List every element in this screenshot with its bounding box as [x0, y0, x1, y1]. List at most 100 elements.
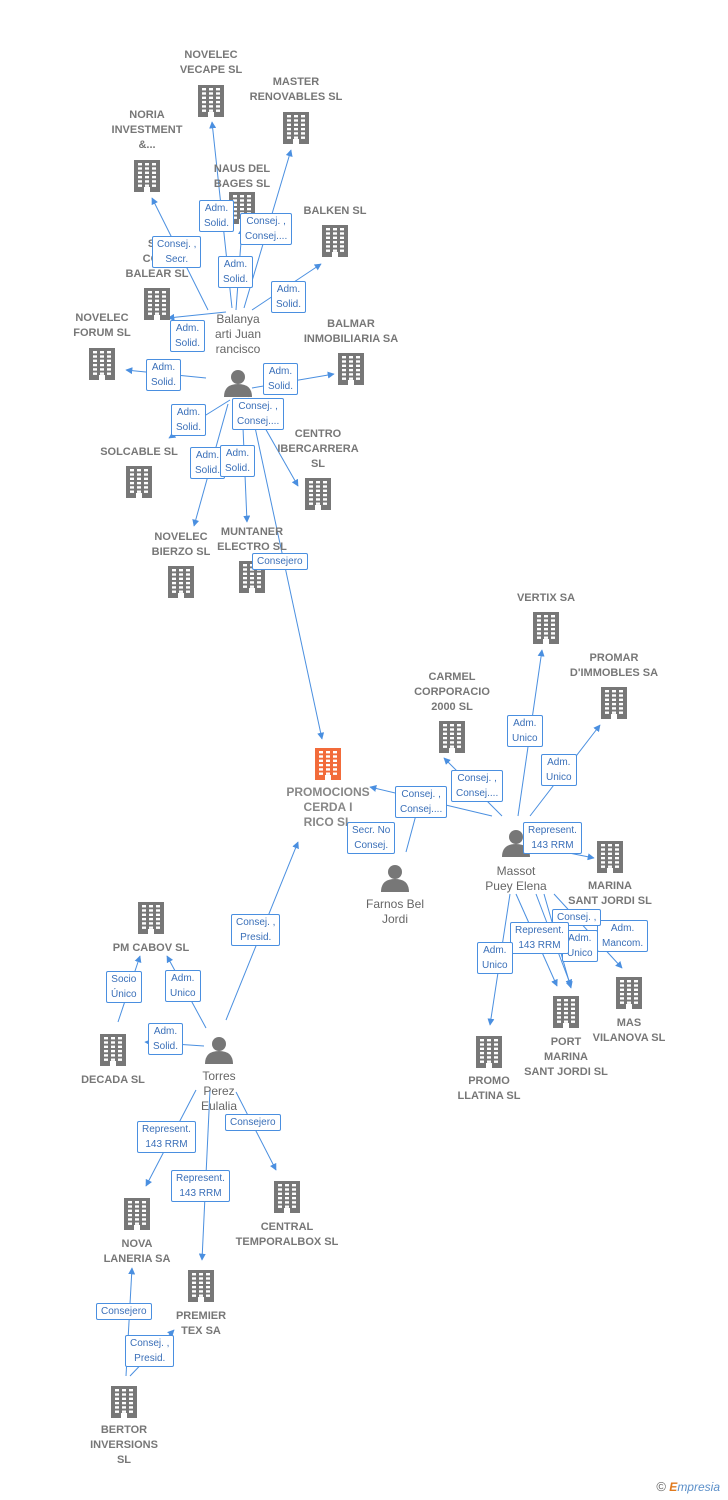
company-icon[interactable] [198, 85, 224, 117]
edge-label[interactable]: Consejero [252, 553, 308, 570]
edge-label[interactable]: Adm.Solid. [170, 320, 206, 352]
company-icon[interactable] [138, 902, 164, 934]
company-icon[interactable] [597, 841, 623, 873]
edge-label[interactable]: Represent.143 RRM [523, 822, 582, 854]
person-icon[interactable] [205, 1037, 233, 1064]
edge-label[interactable]: Adm.Solid. [171, 404, 207, 436]
company-icon[interactable] [111, 1386, 137, 1418]
edge-label[interactable]: Consej. ,Consej.... [232, 398, 285, 430]
edge-label-line: Represent. [176, 1173, 225, 1184]
edge-balanya-promocions [249, 403, 325, 740]
edge-label[interactable]: Consej. ,Consej.... [395, 786, 448, 818]
edge-label[interactable]: Consejero [225, 1114, 281, 1131]
edge-label[interactable]: Adm.Mancom. [597, 920, 649, 952]
company-icon[interactable] [439, 721, 465, 753]
company-icon[interactable] [616, 977, 642, 1009]
node-label-vertix[interactable]: VERTIX SA [517, 591, 575, 606]
edge-label[interactable]: Adm.Solid. [220, 445, 256, 477]
company-icon[interactable] [601, 687, 627, 719]
edge-label[interactable]: Adm.Unico [165, 970, 201, 1002]
company-icon[interactable] [124, 1198, 150, 1230]
edge-label[interactable]: Adm.Solid. [190, 447, 226, 479]
company-icon[interactable] [168, 566, 194, 598]
edge-label[interactable]: Represent.143 RRM [510, 922, 569, 954]
node-label-line: INVERSIONS [90, 1439, 158, 1451]
edge-label[interactable]: Consej. ,Consej.... [451, 770, 504, 802]
edge-label[interactable]: Adm.Unico [507, 715, 543, 747]
node-label-line: CENTRO [294, 428, 342, 440]
company-icon[interactable] [188, 1270, 214, 1302]
company-icon[interactable] [274, 1181, 300, 1213]
node-label-line: Perez [203, 1084, 235, 1098]
person-icon[interactable] [224, 370, 252, 397]
edge-label[interactable]: Consej. ,Presid. [125, 1335, 175, 1367]
edge-label[interactable]: Consej. , [552, 909, 602, 926]
edge-label[interactable]: Adm.Solid. [146, 359, 182, 391]
node-label-line: RENOVABLES SL [249, 91, 343, 103]
edge-label[interactable]: Adm.Unico [477, 942, 513, 974]
company-icon[interactable] [144, 288, 170, 320]
copyright-symbol: © [656, 1479, 666, 1494]
edge-label[interactable]: Consejero [96, 1303, 152, 1320]
company-icon[interactable] [533, 612, 559, 644]
company-icon[interactable] [100, 1034, 126, 1066]
company-icon[interactable] [553, 996, 579, 1028]
edge-label[interactable]: Consej. ,Secr. [152, 236, 202, 268]
company-icon[interactable] [134, 160, 160, 192]
edge-label-line: Consej. , [238, 401, 278, 412]
edge-label[interactable]: Adm.Solid. [218, 256, 254, 288]
edge-label[interactable]: Represent.143 RRM [137, 1121, 196, 1153]
company-focus-icon[interactable] [315, 748, 341, 780]
edge-label-line: Unico [512, 733, 538, 744]
node-label-balken[interactable]: BALKEN SL [304, 204, 367, 219]
node-label-solcable[interactable]: SOLCABLE SL [100, 445, 178, 460]
node-label-line: NOVELEC [154, 531, 208, 543]
node-label-decada[interactable]: DECADA SL [81, 1073, 145, 1088]
edge-label[interactable]: Adm.Solid. [148, 1023, 184, 1055]
company-icon[interactable] [322, 225, 348, 257]
edge-label[interactable]: Adm.Solid. [271, 281, 307, 313]
edge-label[interactable]: Represent.143 RRM [171, 1170, 230, 1202]
company-icon[interactable] [89, 348, 115, 380]
company-icon[interactable] [305, 478, 331, 510]
company-icon[interactable] [338, 353, 364, 385]
edge-label[interactable]: Adm.Solid. [263, 363, 299, 395]
node-label-pm-cabov[interactable]: PM CABOV SL [113, 941, 189, 956]
edge-label[interactable]: Adm.Solid. [199, 200, 235, 232]
person-icon[interactable] [381, 865, 409, 892]
node-label-line: TEMPORALBOX SL [235, 1236, 339, 1248]
company-icon[interactable] [126, 466, 152, 498]
node-label-line: MARINA [587, 880, 632, 892]
company-icon[interactable] [283, 112, 309, 144]
edge-label[interactable]: Consej. ,Consej.... [240, 213, 293, 245]
edge-label[interactable]: Consej. ,Presid. [231, 914, 281, 946]
edge-label[interactable]: Adm.Unico [541, 754, 577, 786]
company-icon[interactable] [476, 1036, 502, 1068]
